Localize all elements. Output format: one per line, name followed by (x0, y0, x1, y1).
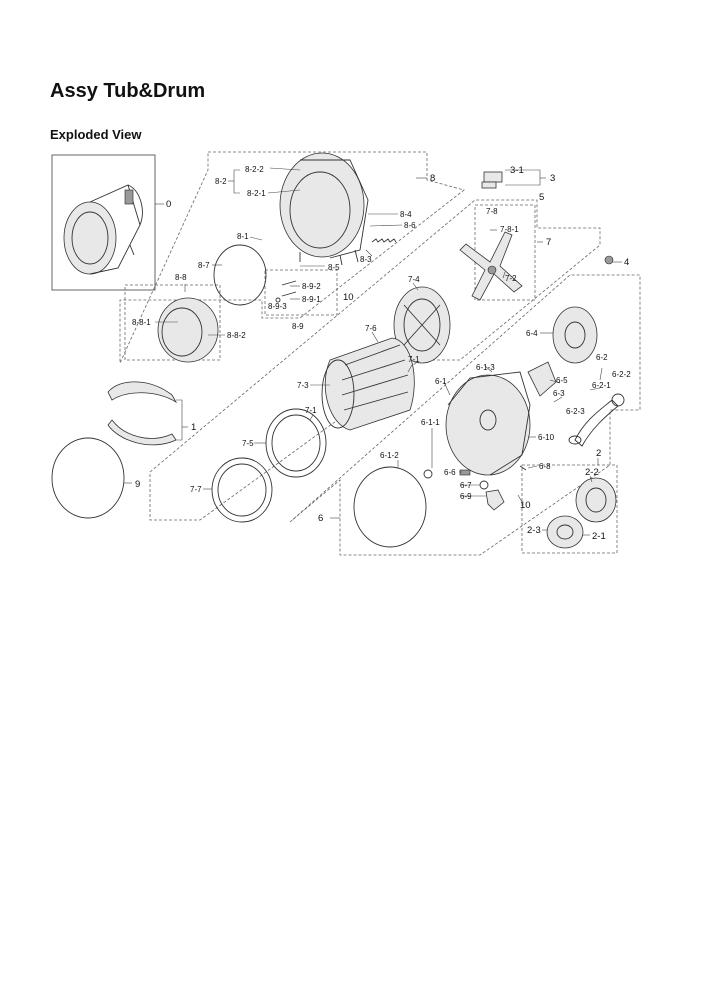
ring-6-1-2 (353, 466, 427, 548)
label-8-7: 8-7 (198, 261, 210, 270)
group-8-8-box (124, 284, 221, 361)
label-3: 3 (550, 173, 555, 184)
label-6-4: 6-4 (526, 329, 538, 338)
assembly-0-box (51, 154, 156, 291)
label-9: 9 (135, 479, 140, 490)
front-ring-8-8 (157, 297, 219, 363)
label-2: 2 (596, 448, 601, 459)
label-7-3: 7-3 (297, 381, 309, 390)
label-3-1: 3-1 (510, 165, 524, 176)
spider-7-8 (459, 231, 523, 301)
label-6-6: 6-6 (444, 468, 456, 477)
label-8-5: 8-5 (328, 263, 340, 272)
rear-tub-drawing (279, 152, 369, 266)
label-7-8: 7-8 (486, 207, 498, 216)
gasket-8-7 (213, 244, 267, 306)
elbow-6-9 (485, 489, 505, 511)
label-0: 0 (166, 199, 171, 210)
leader-lines (124, 167, 622, 536)
label-8-4: 8-4 (400, 210, 412, 219)
label-8-2-1: 8-2-1 (247, 189, 266, 198)
rotor-2-2 (575, 477, 617, 523)
label-7-1-top: 7-1 (408, 355, 420, 364)
drum-lip-7-7 (211, 457, 273, 523)
label-6-2-1: 6-2-1 (592, 381, 611, 390)
drum-7-6 (321, 337, 415, 431)
bolt-4 (604, 255, 614, 265)
label-4: 4 (624, 257, 629, 268)
label-5: 5 (539, 192, 544, 203)
label-2-1: 2-1 (592, 531, 606, 542)
label-8-8-2: 8-8-2 (227, 331, 246, 340)
label-8-8: 8-8 (175, 273, 187, 282)
label-2-2: 2-2 (585, 467, 599, 478)
label-7-7: 7-7 (190, 485, 202, 494)
label-8-8-1: 8-8-1 (132, 318, 151, 327)
parts-8-9 (275, 280, 297, 303)
label-6-7: 6-7 (460, 481, 472, 490)
label-8-9-1: 8-9-1 (302, 295, 321, 304)
label-8-9: 8-9 (292, 322, 304, 331)
label-6-9: 6-9 (460, 492, 472, 501)
label-7: 7 (546, 237, 551, 248)
label-7-2: 7-2 (505, 274, 517, 283)
label-8-6: 8-6 (404, 221, 416, 230)
label-6-8: 6-8 (539, 462, 551, 471)
mount-6-5 (527, 361, 557, 397)
label-6-5: 6-5 (556, 376, 568, 385)
label-8-9-3: 8-9-3 (268, 302, 287, 311)
clamp-6-2-3 (568, 435, 582, 445)
label-6-10: 6-10 (538, 433, 555, 442)
drum-back-7-4 (393, 286, 451, 364)
group-7-box (149, 199, 601, 521)
label-6-2: 6-2 (596, 353, 608, 362)
label-8-2: 8-2 (215, 177, 227, 186)
label-8-9-2: 8-9-2 (302, 282, 321, 291)
label-8-1: 8-1 (237, 232, 249, 241)
fan-6-4 (552, 306, 598, 364)
ring-9 (51, 437, 125, 519)
label-2-3: 2-3 (527, 525, 541, 536)
part-labels: 0 8 8-2 8-2-2 8-2-1 8-4 8-6 8-1 8-7 8-3 … (132, 165, 631, 542)
label-6-1-1: 6-1-1 (421, 418, 440, 427)
label-7-1-mid: 7-1 (305, 406, 317, 415)
label-7-5: 7-5 (242, 439, 254, 448)
page-subtitle: Exploded View (50, 127, 142, 142)
page-title: Assy Tub&Drum (50, 80, 206, 102)
label-7-6: 7-6 (365, 324, 377, 333)
assembled-tub-drawing (63, 184, 143, 275)
label-1: 1 (191, 422, 196, 433)
drum-ring-7-5 (265, 408, 327, 478)
label-6-3: 6-3 (553, 389, 565, 398)
label-8: 8 (430, 173, 435, 184)
label-6-1-3: 6-1-3 (476, 363, 495, 372)
label-8-2-2: 8-2-2 (245, 165, 264, 174)
clamp-6-2-2 (611, 393, 625, 407)
label-10-rear: 10 (343, 292, 354, 303)
label-6-1-2: 6-1-2 (380, 451, 399, 460)
stator-2-1 (546, 515, 584, 549)
group-8-box (119, 151, 465, 364)
label-6: 6 (318, 513, 323, 524)
label-10-front: 10 (520, 500, 531, 511)
group-8-9-box (264, 269, 338, 316)
label-6-2-2: 6-2-2 (612, 370, 631, 379)
sensor-3-1 (481, 171, 503, 189)
label-6-2-3: 6-2-3 (566, 407, 585, 416)
group-6-box (289, 274, 641, 556)
spring-8-6 (371, 238, 397, 243)
label-8-3: 8-3 (360, 255, 372, 264)
label-6-1: 6-1 (435, 377, 447, 386)
group-2-box (521, 464, 618, 554)
brackets-1 (107, 381, 178, 446)
label-7-8-1: 7-8-1 (500, 225, 519, 234)
label-7-4: 7-4 (408, 275, 420, 284)
front-tub-6-1 (445, 371, 531, 476)
washer-6-1-1 (423, 469, 433, 479)
